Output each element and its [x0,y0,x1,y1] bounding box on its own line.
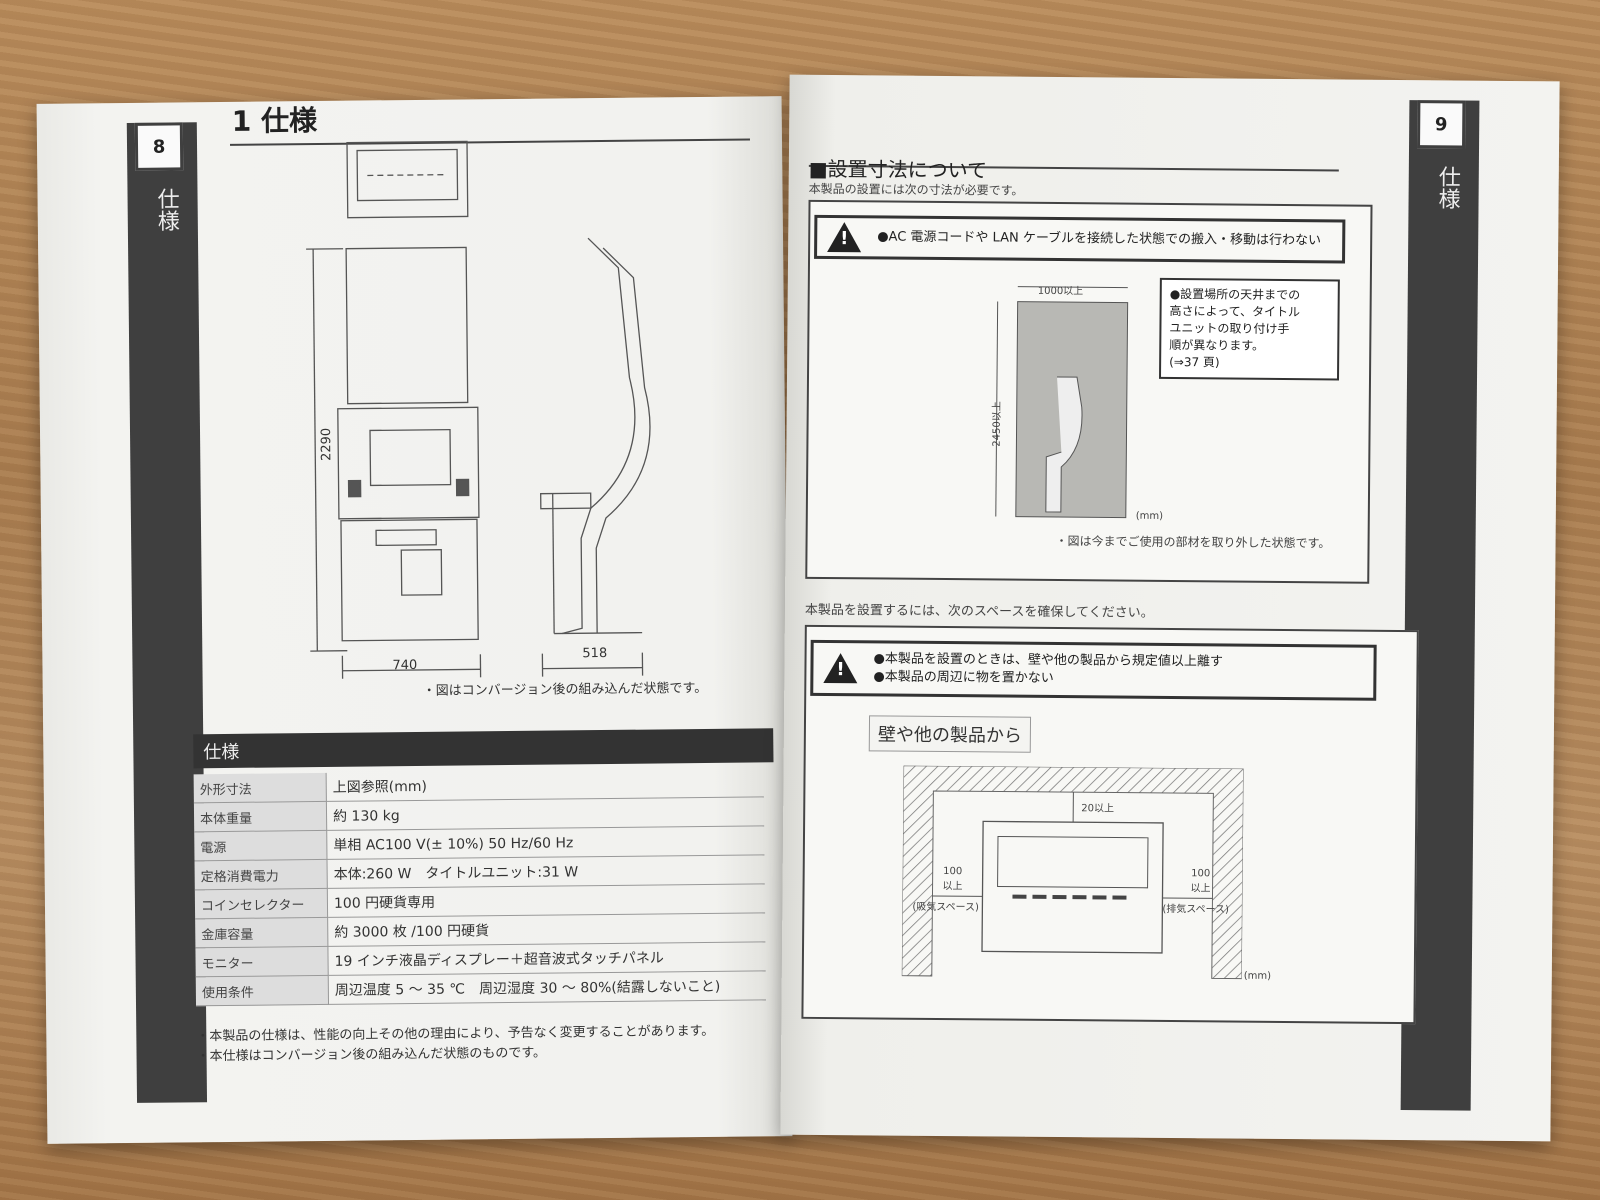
ceiling-note: ●設置場所の天井までの 高さによって、タイトル ユニットの取り付け手 順が異なり… [1158,277,1340,381]
unit-label-2: (mm) [1243,970,1272,982]
clearance-elevation-drawing [995,286,1129,519]
top-view-outline [346,140,469,219]
warning-text-2: ●本製品を設置のときは、壁や他の製品から規定値以上離す ●本製品の周辺に物を置か… [873,651,1223,686]
spec-table: 外形寸法上図参照(mm) 本体重量約 130 kg 電源単相 AC100 V(±… [193,768,766,1006]
top-dimension-label: 1000以上 [1037,285,1084,298]
side-dimension-label: 2450以上 [991,401,1004,447]
page-number-box: 9 [1417,100,1466,149]
page-number-box: 8 [134,122,184,171]
height-dimension-label: 2290 [319,427,335,462]
table-row: 使用条件周辺温度 5 ～ 35 ℃ 周辺湿度 30 ～ 80%(結露しないこと) [195,970,766,1006]
warning-text: ●AC 電源コードや LAN ケーブルを接続した状態での搬入・移動は行わない [877,229,1322,249]
wall-clearance-label: 壁や他の製品から [868,715,1032,753]
sidebar-label: 仕様 [153,187,179,232]
cabinet-drawing [306,140,651,679]
width-dimension-label: 740 [392,657,418,674]
right-page: 9 仕様 ■設置寸法について 本製品の設置には次の寸法が必要です。 ●AC 電源… [780,74,1560,1142]
spec-notes: ・本製品の仕様は、性能の向上その他の理由により、予告なく変更することがあります。… [196,1022,714,1067]
section-title: ■設置寸法について [808,156,988,183]
spec-header: 仕様 [193,728,774,769]
warning-icon [827,221,862,253]
left-clearance-label: 100 以上 [942,866,963,893]
front-monitor-outline [345,246,469,405]
drawing-caption: ・図はコンバージョン後の組み込んだ状態です。 [422,680,708,699]
intake-space-label: (吸気スペース) [912,901,980,914]
exhaust-space-label: (排気スペース) [1162,903,1230,916]
clearance-top-view-drawing [901,765,1244,980]
left-page: 8 仕様 1 仕様 [36,96,793,1144]
page-number: 9 [1434,113,1448,135]
note-line: ・本仕様はコンバージョン後の組み込んだ状態のものです。 [196,1045,547,1065]
page-number: 8 [152,136,166,158]
depth-dimension-label: 518 [582,645,608,662]
sidebar-label: 仕様 [1434,165,1460,210]
warning-icon [823,652,858,684]
top-clearance-label: 20以上 [1081,803,1115,815]
warning-box: ●AC 電源コードや LAN ケーブルを接続した状態での搬入・移動は行わない [814,214,1346,264]
unit-label: (mm) [1135,510,1164,522]
figure-caption: ・図は今までご使用の部材を取り外した状態です。 [1055,533,1331,551]
warning-box-2: ●本製品を設置のときは、壁や他の製品から規定値以上離す ●本製品の周辺に物を置か… [810,639,1377,701]
section-subtitle: 本製品の設置には次の寸法が必要です。 [808,181,1024,198]
right-clearance-label: 100 以上 [1190,868,1211,895]
space-instruction: 本製品を設置するには、次のスペースを確保してください。 [804,602,1154,621]
